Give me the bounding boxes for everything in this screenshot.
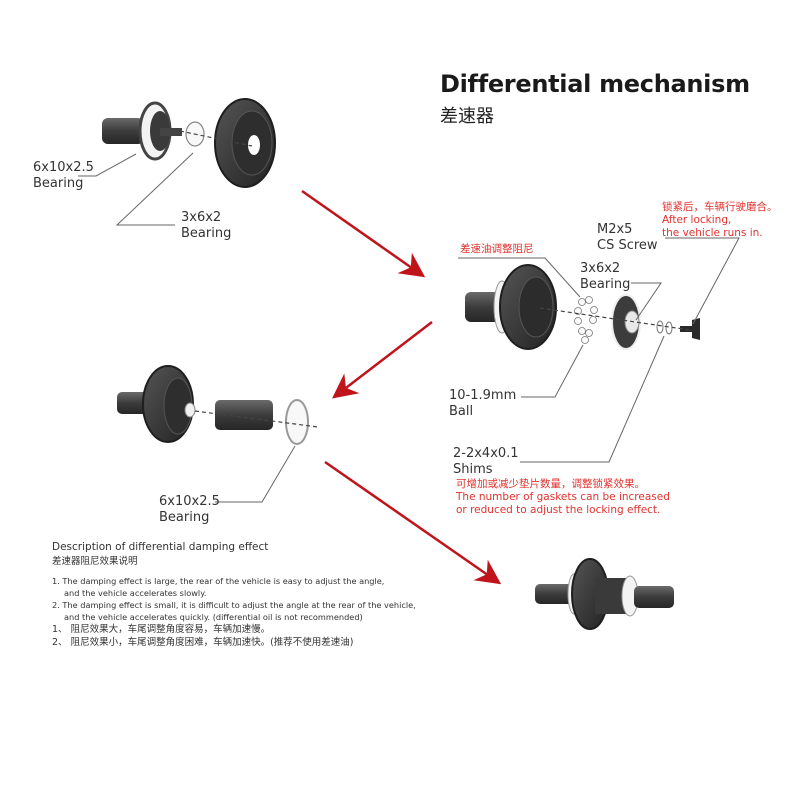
note-locking-cn: 锁紧后，车辆行驶磨合。 [662,201,778,213]
stage1-leader-a [78,153,137,177]
note-shims-en-1: The number of gaskets can be increased [456,491,670,503]
stage2-leader-bearing [631,282,662,321]
stage3-hub [184,402,196,418]
stage3-assembly [117,365,319,503]
label-stage2-bearing: 3x6x2 Bearing [580,261,630,293]
label-spec: 10-1.9mm [449,388,517,403]
stage3-leader [215,445,296,503]
note-oil-damping: 差速油调整阻尼 [460,243,534,255]
arrow-stage3-to-stage4 [324,460,502,585]
description-item-en: and the vehicle accelerates quickly. (di… [64,612,363,622]
label-stage1-bearing-6x10: 6x10x2.5 Bearing [33,160,94,192]
label-stage3-bearing: 6x10x2.5 Bearing [159,494,220,526]
description-list: 1. The damping effect is large, the rear… [52,575,416,649]
description-title: Description of differential damping effe… [52,541,269,553]
label-part: Ball [449,404,474,419]
stage2-screw [680,318,700,340]
label-part: Bearing [33,176,84,191]
stage1-axle [160,128,182,136]
label-spec: 6x10x2.5 [33,160,94,175]
description-title-cn: 差速器阻尼效果说明 [52,556,138,567]
flow-arrows [301,189,502,585]
description-item-en: and the vehicle accelerates slowly. [64,588,207,598]
stage2-assembly [458,237,740,463]
note-locking-en-2: the vehicle runs in. [662,227,763,239]
note-shims: 可增加或减少垫片数量，调整锁紧效果。 The number of gaskets… [456,478,670,517]
note-locking: 锁紧后，车辆行驶磨合。 After locking, the vehicle r… [662,201,778,240]
description-item-cn: 1、 阻尼效果大，车尾调整角度容易，车辆加速慢。 [52,624,271,635]
description-item-cn: 2、 阻尼效果小，车尾调整角度困难，车辆加速快。(推荐不使用差速油) [52,637,354,648]
label-stage1-bearing-3x6: 3x6x2 Bearing [181,210,231,242]
arrow-stage1-to-stage2 [301,189,426,278]
stage2-leader-oil [458,257,581,298]
stage1-assembly [78,98,276,226]
stage2-shim-2 [665,321,673,335]
label-part: Bearing [580,277,631,292]
stage2-axis [539,307,691,331]
stage2-shim-1 [656,320,664,334]
stage4-left-shaft [535,584,577,604]
stage4-right-shaft [634,586,674,608]
page-title: Differential mechanism [440,70,750,98]
label-part: Shims [453,462,493,477]
label-spec: 3x6x2 [580,261,621,276]
label-spec: 3x6x2 [181,210,222,225]
label-spec: M2x5 [597,222,633,237]
description-item-en: 1. The damping effect is large, the rear… [52,576,385,586]
stage2-leader-ball [521,344,584,398]
note-shims-en-2: or reduced to adjust the locking effect. [456,504,661,516]
label-stage2-ball: 10-1.9mm Ball [449,388,516,420]
label-stage2-shims: 2-2x4x0.1 Shims [453,446,519,478]
stage2-leader-screw [665,237,740,325]
label-stage2-screw: M2x5 CS Screw [597,222,658,254]
stage3-right-shaft [215,400,273,430]
label-spec: 2-2x4x0.1 [453,446,519,461]
stage3-bearing [285,399,309,445]
stage2-leader-shims [520,335,665,463]
stage1-shaft [102,118,144,144]
description-item-en: 2. The damping effect is small, it is di… [52,600,416,610]
stage2-pulley-face [518,276,554,338]
stage1-axis [179,130,253,147]
page-subtitle: 差速器 [440,106,494,127]
arrow-stage2-to-stage3 [332,321,433,399]
note-shims-cn: 可增加或减少垫片数量，调整锁紧效果。 [456,478,645,490]
stage1-pulley-hole [248,135,260,155]
stage2-balls [574,296,598,344]
note-locking-en-1: After locking, [662,214,732,226]
label-spec: 6x10x2.5 [159,494,220,509]
label-part: Bearing [159,510,210,525]
stage1-leader-b [115,152,194,226]
stage4-assembly [535,558,674,630]
label-part: Bearing [181,226,232,241]
label-part: CS Screw [597,238,658,253]
